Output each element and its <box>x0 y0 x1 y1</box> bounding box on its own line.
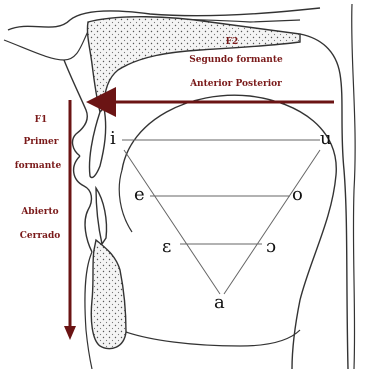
f1-label-line4: Cerrado <box>12 230 68 242</box>
f1-label-title: F1 <box>26 114 56 126</box>
vowel-line-i-a <box>124 150 220 294</box>
vowel-o: o <box>292 186 303 204</box>
jaw-shape <box>91 240 126 349</box>
jaw-lower-outline <box>126 330 300 346</box>
f1-label-line3: Abierto <box>12 206 68 218</box>
tongue-tip <box>119 170 132 232</box>
vowel-open-o: ɔ <box>266 238 276 256</box>
f1-label-line1: Primer <box>14 136 68 148</box>
f2-label-title: F2 <box>222 36 242 48</box>
vowel-e: e <box>134 186 145 204</box>
pharynx-wall <box>300 34 348 369</box>
vowel-line-u-a <box>224 150 320 294</box>
f2-label-line1: Segundo formante <box>176 54 296 66</box>
f1-arrow-head <box>64 326 76 340</box>
vowel-u: u <box>320 130 332 148</box>
vowel-i: i <box>110 130 116 148</box>
f1-label-line2: formante <box>10 160 66 172</box>
lower-teeth <box>96 188 107 244</box>
tongue-body <box>122 95 336 369</box>
f2-label-line2: Anterior Posterior <box>176 78 296 90</box>
pharynx-wall-back <box>352 4 355 369</box>
vowel-a: a <box>214 294 225 312</box>
upper-teeth <box>89 108 105 178</box>
vowel-open-e: ɛ <box>162 238 171 256</box>
